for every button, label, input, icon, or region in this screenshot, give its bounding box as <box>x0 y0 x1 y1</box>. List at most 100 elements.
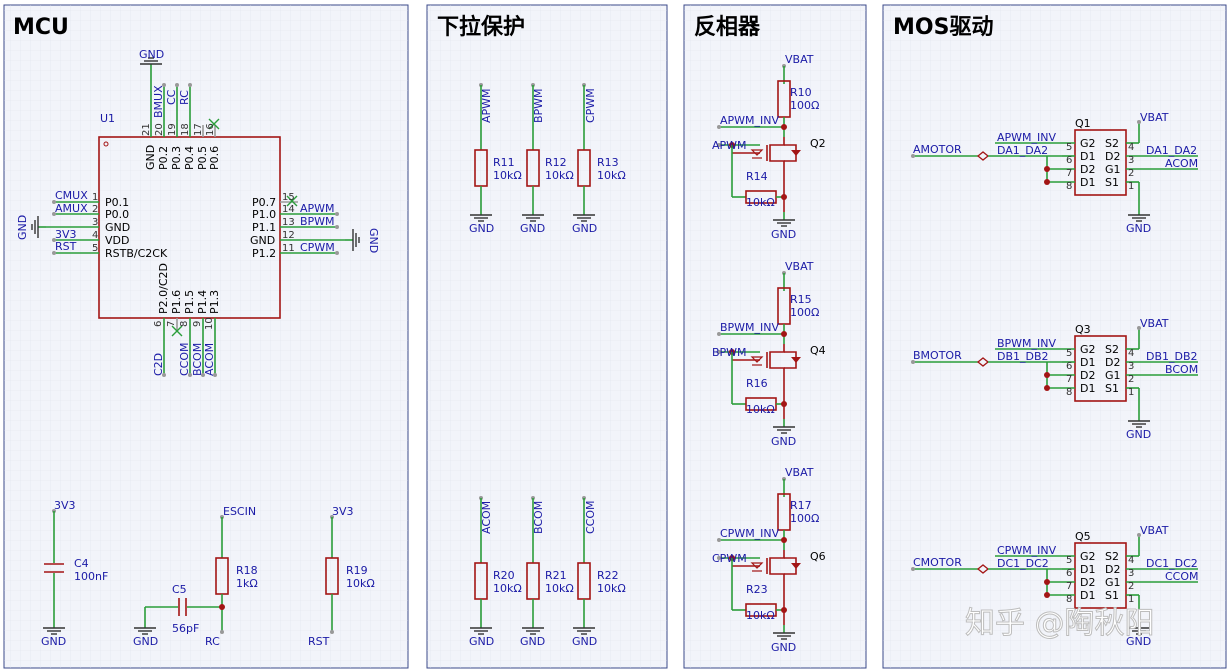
mcu-left-pin-num-2: 2 <box>92 204 98 215</box>
pulldown-top-r12: BPWM R12 10kΩ GND <box>520 83 574 235</box>
mos3-vbat: VBAT <box>1140 524 1169 537</box>
c4-top-net: 3V3 <box>54 499 76 512</box>
mos3-lnum-6: 6 <box>1066 568 1072 579</box>
mcu-left-gnd: GND <box>16 215 29 240</box>
inv3-rbot-value: 10kΩ <box>746 609 775 622</box>
mos2-q-ref: Q3 <box>1075 323 1091 336</box>
mos3-gnd: GND <box>1126 635 1151 648</box>
r12-value: 10kΩ <box>545 169 574 182</box>
mcu-top-net-rc: RC <box>178 90 191 105</box>
panel-pulldown: 下拉保护 <box>426 4 668 669</box>
mos1-lname-d1: D1 <box>1080 150 1095 163</box>
mcu-bottom-pin-name-p20: P2.0/C2D <box>157 263 170 314</box>
pulldown-bottom-r22: CCOM R22 10kΩ GND <box>572 496 626 648</box>
pulldown-top-r11: APWM R11 10kΩ GND <box>469 83 522 235</box>
mcu-bottom-net-c2d: C2D <box>152 353 165 376</box>
mcu-top-net-bmux: BMUX <box>152 85 165 118</box>
r19-top-net: 3V3 <box>332 505 354 518</box>
mos2-lnum-6: 6 <box>1066 361 1072 372</box>
c4-ref: C4 <box>74 557 89 570</box>
mcu-left-pin-name-p00: P0.0 <box>105 208 129 221</box>
inv3-in-net: CPWM <box>712 552 747 565</box>
inv3-q-ref: Q6 <box>810 550 826 563</box>
r18-bottom-net: RC <box>205 635 220 648</box>
mcu-top-pin-name-p03: P0.3 <box>170 146 183 170</box>
inv3-rtop-ref: R17 <box>790 499 812 512</box>
mcu-u1: U1 GND BMUX CC RC 21 20 19 18 17 16 GND … <box>16 48 380 377</box>
r12-gnd: GND <box>520 222 545 235</box>
mcu-bottom-pin-name-p16: P1.6 <box>170 290 183 314</box>
panel-title-mos: MOS驱动 <box>893 15 993 40</box>
mcu-left-net-amux: AMUX <box>55 202 88 215</box>
u1-ref: U1 <box>100 112 115 125</box>
r13-ref: R13 <box>597 156 619 169</box>
mos2-gnd: GND <box>1126 428 1151 441</box>
mcu-gnd-top: GND <box>139 48 164 61</box>
mcu-bottom-pin-num-9: 9 <box>192 321 203 327</box>
r19-ref: R19 <box>346 564 368 577</box>
mos1-vbat: VBAT <box>1140 111 1169 124</box>
mos3-rnum-1: 1 <box>1128 594 1134 605</box>
mcu-right-pin-name-p12: P1.2 <box>252 247 276 260</box>
mos-driver-3: CMOTOR CPWM_INV DC1_DC2 Q5 VBAT DC1_DC2 … <box>911 524 1199 648</box>
mcu-top-net-cc: CC <box>165 89 178 105</box>
r21-net: BCOM <box>532 501 545 534</box>
inv2-rbot-ref: R16 <box>746 377 768 390</box>
mos3-pair-left: DC1_DC2 <box>997 557 1049 570</box>
mcu-top-pin-name-p02: P0.2 <box>157 146 170 170</box>
mcu-top-pin-num-16: 16 <box>205 123 216 136</box>
mcu-right-gnd: GND <box>367 228 380 253</box>
mos1-rnum-1: 1 <box>1128 181 1134 192</box>
mos1-lnum-7: 7 <box>1066 168 1072 179</box>
mos2-lnum-5: 5 <box>1066 348 1072 359</box>
mcu-top-pin-num-18: 18 <box>180 123 191 136</box>
mcu-right-pin-num-13: 13 <box>282 217 295 228</box>
mos1-rnum-4: 4 <box>1128 142 1134 153</box>
r22-value: 10kΩ <box>597 582 626 595</box>
mcu-bottom-net-ccom: CCOM <box>178 342 191 376</box>
mcu-top-pin-num-19: 19 <box>167 123 178 136</box>
mos3-lname-d1: D1 <box>1080 563 1095 576</box>
mos2-com: BCOM <box>1165 363 1198 376</box>
r20-ref: R20 <box>493 569 515 582</box>
mcu-bottom-pin-name-p13: P1.3 <box>208 290 221 314</box>
mos1-rname-g1: G1 <box>1105 163 1121 176</box>
mcu-left-pin-name-vdd: VDD <box>105 234 129 247</box>
mos3-rnum-3: 3 <box>1128 568 1134 579</box>
inverter-3: VBAT R17 100Ω CPWM_INV CPWM Q6 R23 10kΩ … <box>712 466 826 654</box>
mcu-bottom-pin-name-p15: P1.5 <box>183 290 196 314</box>
r13-value: 10kΩ <box>597 169 626 182</box>
r21-gnd: GND <box>520 635 545 648</box>
mcu-right-pin-num-14: 14 <box>282 204 295 215</box>
inv2-out-net: BPWM_INV <box>720 321 780 334</box>
mcu-top-pin-num-21: 21 <box>141 123 152 136</box>
mos1-inv: APWM_INV <box>997 131 1056 144</box>
mos3-rname-s1: S1 <box>1105 589 1119 602</box>
mcu-left-pin-num-4: 4 <box>92 230 98 241</box>
mos-driver-2: BMOTOR BPWM_INV DB1_DB2 Q3 VBAT DB1_DB2 … <box>911 317 1198 441</box>
inverter-2: VBAT R15 100Ω BPWM_INV BPWM Q4 R16 10kΩ … <box>712 260 826 448</box>
mcu-right-pin-name-p11: P1.1 <box>252 221 276 234</box>
mos2-lnum-8: 8 <box>1066 387 1072 398</box>
mos3-q-ref: Q5 <box>1075 530 1091 543</box>
inv1-vbat: VBAT <box>785 53 814 66</box>
inv2-in-net: BPWM <box>712 346 747 359</box>
inv2-rtop-value: 100Ω <box>790 306 819 319</box>
c4-value: 100nF <box>74 570 108 583</box>
mos2-rname-s1: S1 <box>1105 382 1119 395</box>
mos3-lname-d2: D2 <box>1080 576 1095 589</box>
mos1-motor: AMOTOR <box>913 143 962 156</box>
inv1-q-ref: Q2 <box>810 137 826 150</box>
mcu-right-net-cpwm: CPWM <box>300 241 335 254</box>
inv3-rbot-ref: R23 <box>746 583 768 596</box>
mos3-lnum-8: 8 <box>1066 594 1072 605</box>
mcu-left-pin-num-1: 1 <box>92 192 98 203</box>
mos3-rnum-4: 4 <box>1128 555 1134 566</box>
c5-ref: C5 <box>172 583 187 596</box>
pulldown-bottom-r20: ACOM R20 10kΩ GND <box>469 496 522 648</box>
cap-c5: C5 56pF GND <box>133 583 222 648</box>
r21-value: 10kΩ <box>545 582 574 595</box>
panel-mcu: MCU <box>3 4 409 669</box>
mos1-com: ACOM <box>1165 157 1198 170</box>
mcu-right-pin-name-p10: P1.0 <box>252 208 276 221</box>
